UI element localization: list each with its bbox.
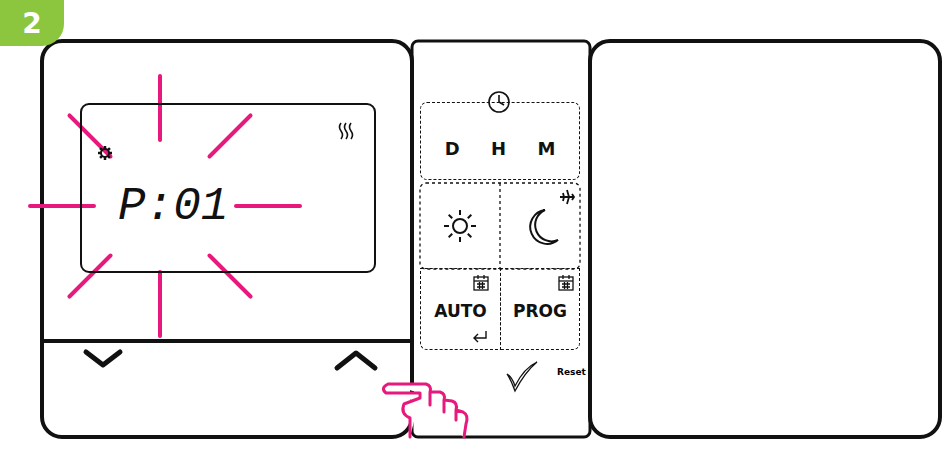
flash-ray xyxy=(30,204,94,208)
plane-icon xyxy=(560,190,574,204)
auto-button-text: AUTO xyxy=(434,301,487,321)
calendar-icon xyxy=(559,275,573,290)
flash-ray xyxy=(69,115,110,156)
calendar-icon xyxy=(474,275,488,290)
clock-button-group-text: D xyxy=(445,138,460,159)
flash-ray xyxy=(209,255,250,296)
panel-divider xyxy=(42,339,412,343)
left-panel xyxy=(42,41,412,437)
step-badge-text: 2 xyxy=(22,7,41,40)
down-button xyxy=(86,352,120,365)
auto-button: AUTO xyxy=(420,268,501,350)
pointing-hand xyxy=(383,384,467,437)
middle-panel xyxy=(412,41,590,437)
reset-label: Reset xyxy=(557,367,586,377)
prog-button-text: PROG xyxy=(513,301,567,321)
heating-icon xyxy=(340,123,353,139)
right-panel xyxy=(590,41,940,437)
confirm-button xyxy=(507,362,537,391)
flash-ray xyxy=(236,204,300,208)
clock-button-group: DHM xyxy=(420,102,580,180)
return-icon xyxy=(474,331,486,342)
sun-icon xyxy=(444,210,476,242)
flash-ray xyxy=(158,76,162,140)
flash-ray xyxy=(209,115,250,156)
flash-ray xyxy=(69,255,110,296)
step-badge: 2 xyxy=(0,0,64,46)
housing xyxy=(42,41,940,437)
mode-grid xyxy=(420,183,580,269)
lcd-screen-text: P:01 xyxy=(118,183,228,231)
prog-button: PROG xyxy=(500,268,580,350)
flash-rays xyxy=(30,76,300,336)
up-button xyxy=(337,353,375,368)
gear-icon xyxy=(98,146,112,160)
flash-ray xyxy=(158,272,162,336)
moon-icon xyxy=(530,210,558,244)
lcd-screen: P:01 xyxy=(80,103,376,273)
clock-button-group-text: H xyxy=(491,138,506,159)
clock-button-group-text: M xyxy=(537,138,555,159)
